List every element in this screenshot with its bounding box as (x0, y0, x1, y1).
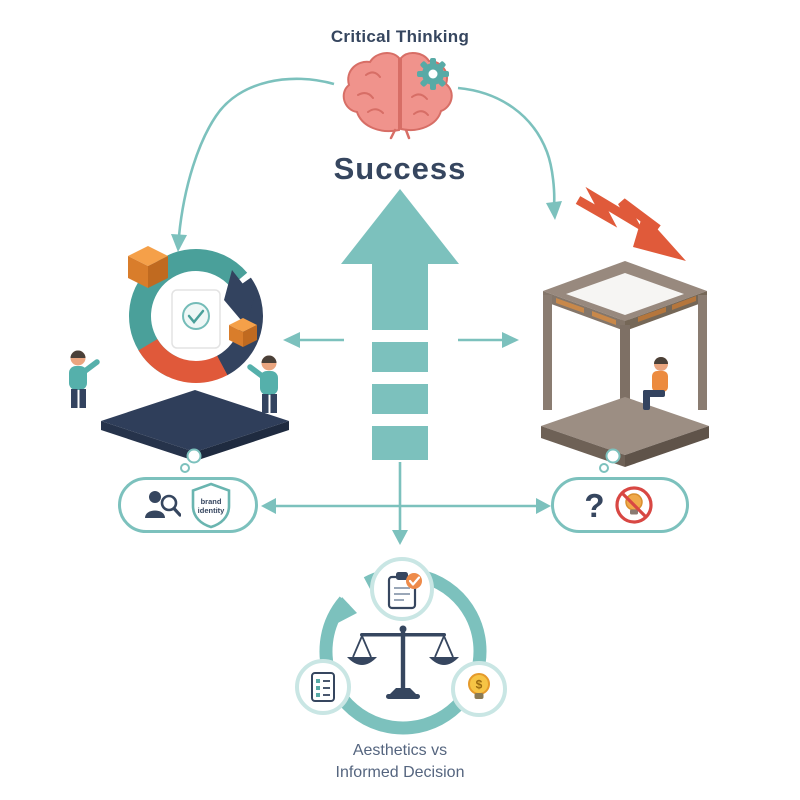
cycle-arrow-head (332, 597, 357, 626)
unfinished-frame-illustration (541, 261, 709, 467)
curved-arrow-right-head (546, 201, 562, 220)
down-arrow-head (392, 530, 408, 545)
brand-shield-icon: brand identity (191, 482, 230, 529)
checklist-icon (311, 672, 335, 702)
thought-bubbles-right (599, 448, 621, 473)
curved-arrow-left-head (171, 234, 187, 252)
shield-text-line2: identity (197, 506, 224, 515)
footer-line1: Aesthetics vs (352, 742, 448, 759)
left-pill-arrow-head (261, 498, 276, 514)
orange-cube-icon (128, 246, 168, 288)
person-left (69, 350, 100, 408)
footer-line2: Informed Decision (335, 764, 465, 782)
brand-sculpture-illustration (69, 246, 289, 461)
brand-card (171, 289, 221, 349)
brand-identity-pill: brand identity (118, 477, 258, 533)
curved-arrow-right (457, 86, 562, 220)
balance-scale-icon (347, 625, 459, 699)
right-horizontal-arrow (458, 332, 519, 348)
platform (101, 390, 289, 452)
brain-icon (342, 52, 453, 140)
shield-text-line1: brand (200, 497, 221, 506)
lightbulb-dollar-icon: $ (468, 673, 490, 699)
idea-value-node: $ (451, 661, 507, 717)
gear-icon (417, 58, 449, 90)
success-label: Success (333, 151, 467, 186)
user-search-icon (144, 491, 181, 518)
plan-node (370, 557, 434, 621)
left-horizontal-arrow (283, 332, 344, 348)
small-cube-icon (229, 318, 257, 347)
footer-caption: Aesthetics vs Informed Decision (0, 740, 800, 785)
connector-lines (274, 462, 538, 532)
question-mark: ? (584, 486, 605, 524)
check-badge (406, 573, 422, 589)
page-title: Critical Thinking (330, 27, 470, 46)
red-decline-arrow (575, 186, 686, 261)
right-pill-arrow-head (536, 498, 551, 514)
navy-shard (224, 270, 254, 326)
no-idea-pill: ? (551, 477, 689, 533)
dollar-sign: $ (476, 678, 483, 692)
sitting-person (643, 357, 668, 410)
clipboard-icon (387, 572, 422, 610)
curved-arrow-left (171, 77, 335, 252)
checklist-node (295, 659, 351, 715)
decision-cycle: $ (295, 557, 507, 735)
person-right (247, 355, 278, 413)
success-arrow (341, 189, 459, 460)
no-lightbulb-icon (614, 486, 653, 524)
thought-bubbles-left (180, 448, 202, 473)
